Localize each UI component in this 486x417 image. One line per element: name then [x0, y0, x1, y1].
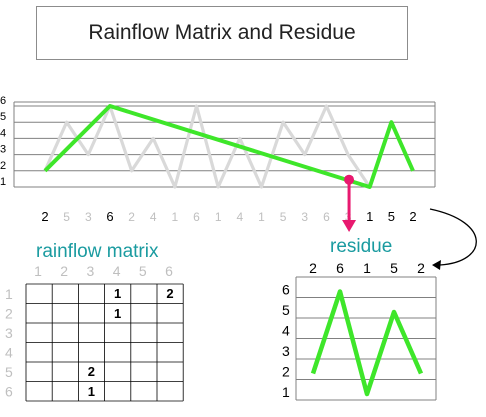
residue-y-label: 1 [282, 384, 290, 400]
residue-top-label: 2 [309, 260, 317, 276]
history-sequence-label: 5 [388, 209, 395, 224]
matrix-cell-value: 1 [113, 305, 122, 321]
rainflow-matrix-title: rainflow matrix [36, 241, 159, 262]
residue-title: residue [330, 236, 393, 257]
matrix-column-header: 2 [60, 263, 68, 279]
history-residue-line [43, 104, 415, 189]
diagram-title: Rainflow Matrix and Residue [36, 6, 408, 60]
history-sequence-label: 6 [106, 209, 113, 224]
history-sequence-label: 3 [85, 210, 92, 224]
history-sequence-label: 2 [409, 209, 416, 224]
residue-y-label: 2 [282, 364, 290, 380]
residue-top-label: 2 [417, 260, 425, 276]
matrix-row-header: 5 [5, 364, 13, 380]
history-y-label: 3 [0, 144, 6, 156]
residue-y-label: 5 [282, 302, 290, 318]
matrix-column-header: 5 [139, 263, 147, 279]
matrix-column-header: 4 [113, 263, 121, 279]
history-sequence-label: 1 [172, 210, 179, 224]
matrix-row-header: 4 [5, 345, 13, 361]
residue-top-label: 5 [390, 260, 398, 276]
history-series-line [43, 104, 415, 189]
history-sequence-label: 1 [258, 210, 265, 224]
history-sequence-label: 5 [280, 210, 287, 224]
matrix-cell-value: 2 [166, 286, 174, 301]
history-y-label: 4 [0, 127, 6, 139]
residue-y-label: 3 [282, 343, 290, 359]
history-sequence-label: 4 [236, 210, 243, 224]
history-sequence-label: 6 [193, 210, 200, 224]
matrix-cell-value: 2 [87, 364, 95, 379]
residue-y-label: 4 [282, 323, 290, 339]
history-sequence-label: 2 [41, 209, 48, 224]
history-y-label: 1 [0, 176, 6, 188]
matrix-cell-value: 1 [87, 383, 95, 399]
matrix-cell-value: 1 [113, 286, 122, 301]
history-sequence-label: 3 [301, 210, 308, 224]
history-y-label: 2 [0, 160, 6, 172]
residue-top-label: 1 [363, 260, 371, 276]
curved-arrow-head [432, 260, 441, 270]
matrix-row-header: 6 [5, 384, 13, 400]
history-y-label: 5 [0, 111, 6, 123]
history-sequence-label: 1 [366, 209, 373, 224]
residue-y-label: 6 [282, 282, 290, 298]
matrix-column-header: 1 [34, 263, 42, 279]
history-sequence-label: 4 [150, 210, 157, 224]
matrix-row-header: 1 [5, 286, 13, 302]
history-sequence-label: 1 [215, 210, 222, 224]
curved-arrow [429, 208, 477, 266]
matrix-column-header: 6 [165, 263, 173, 279]
residue-series-line [310, 289, 424, 397]
matrix-column-header: 3 [87, 263, 95, 279]
pink-arrow-head [342, 220, 357, 232]
residue-top-label: 6 [336, 260, 344, 276]
matrix-row-header: 3 [5, 325, 13, 341]
history-y-label: 6 [0, 95, 6, 107]
history-sequence-label: 5 [63, 210, 70, 224]
history-sequence-label: 6 [323, 210, 330, 224]
history-sequence-label: 2 [128, 210, 135, 224]
matrix-row-header: 2 [5, 306, 13, 322]
